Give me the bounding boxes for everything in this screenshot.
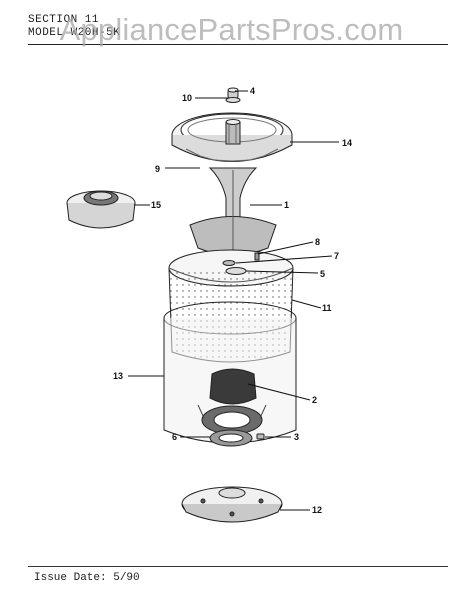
leader-lines (128, 90, 339, 511)
callout-8: 8 (315, 237, 320, 247)
header-rule (28, 44, 448, 45)
part-3-fastener (256, 433, 265, 440)
part-1-agitator (189, 167, 277, 256)
part-5-seal (225, 267, 247, 275)
part-10-washer (225, 97, 241, 103)
part-12-bottom-cover (181, 486, 283, 523)
part-15-cap (66, 190, 136, 229)
callout-3: 3 (294, 432, 299, 442)
callout-14: 14 (342, 138, 352, 148)
part-6-ring (209, 429, 253, 447)
callout-2: 2 (312, 395, 317, 405)
part-8-screw (254, 252, 260, 261)
part-4-hub-nut (227, 87, 239, 99)
callout-15: 15 (151, 200, 161, 210)
callout-1: 1 (284, 200, 289, 210)
watermark: AppliancePartsPros.com (59, 12, 404, 47)
callout-10: 10 (182, 93, 192, 103)
callout-4: 4 (250, 86, 255, 96)
callout-9: 9 (155, 164, 160, 174)
callout-6: 6 (172, 432, 177, 442)
part-7-spanner-nut (222, 260, 236, 266)
callout-13: 13 (113, 371, 123, 381)
callout-12: 12 (312, 505, 322, 515)
part-2-tub-bottom (197, 368, 267, 435)
model-label: MODEL W20H-5K (28, 27, 121, 39)
footer-rule (28, 566, 448, 567)
callout-7: 7 (334, 251, 339, 261)
hub-stem (225, 119, 241, 145)
callout-5: 5 (320, 269, 325, 279)
callout-11: 11 (322, 303, 332, 313)
section-label: SECTION 11 (28, 14, 100, 26)
diagram-header: SECTION 11 MODEL W20H-5K (28, 14, 458, 40)
issue-date: Issue Date: 5/90 (34, 572, 140, 584)
